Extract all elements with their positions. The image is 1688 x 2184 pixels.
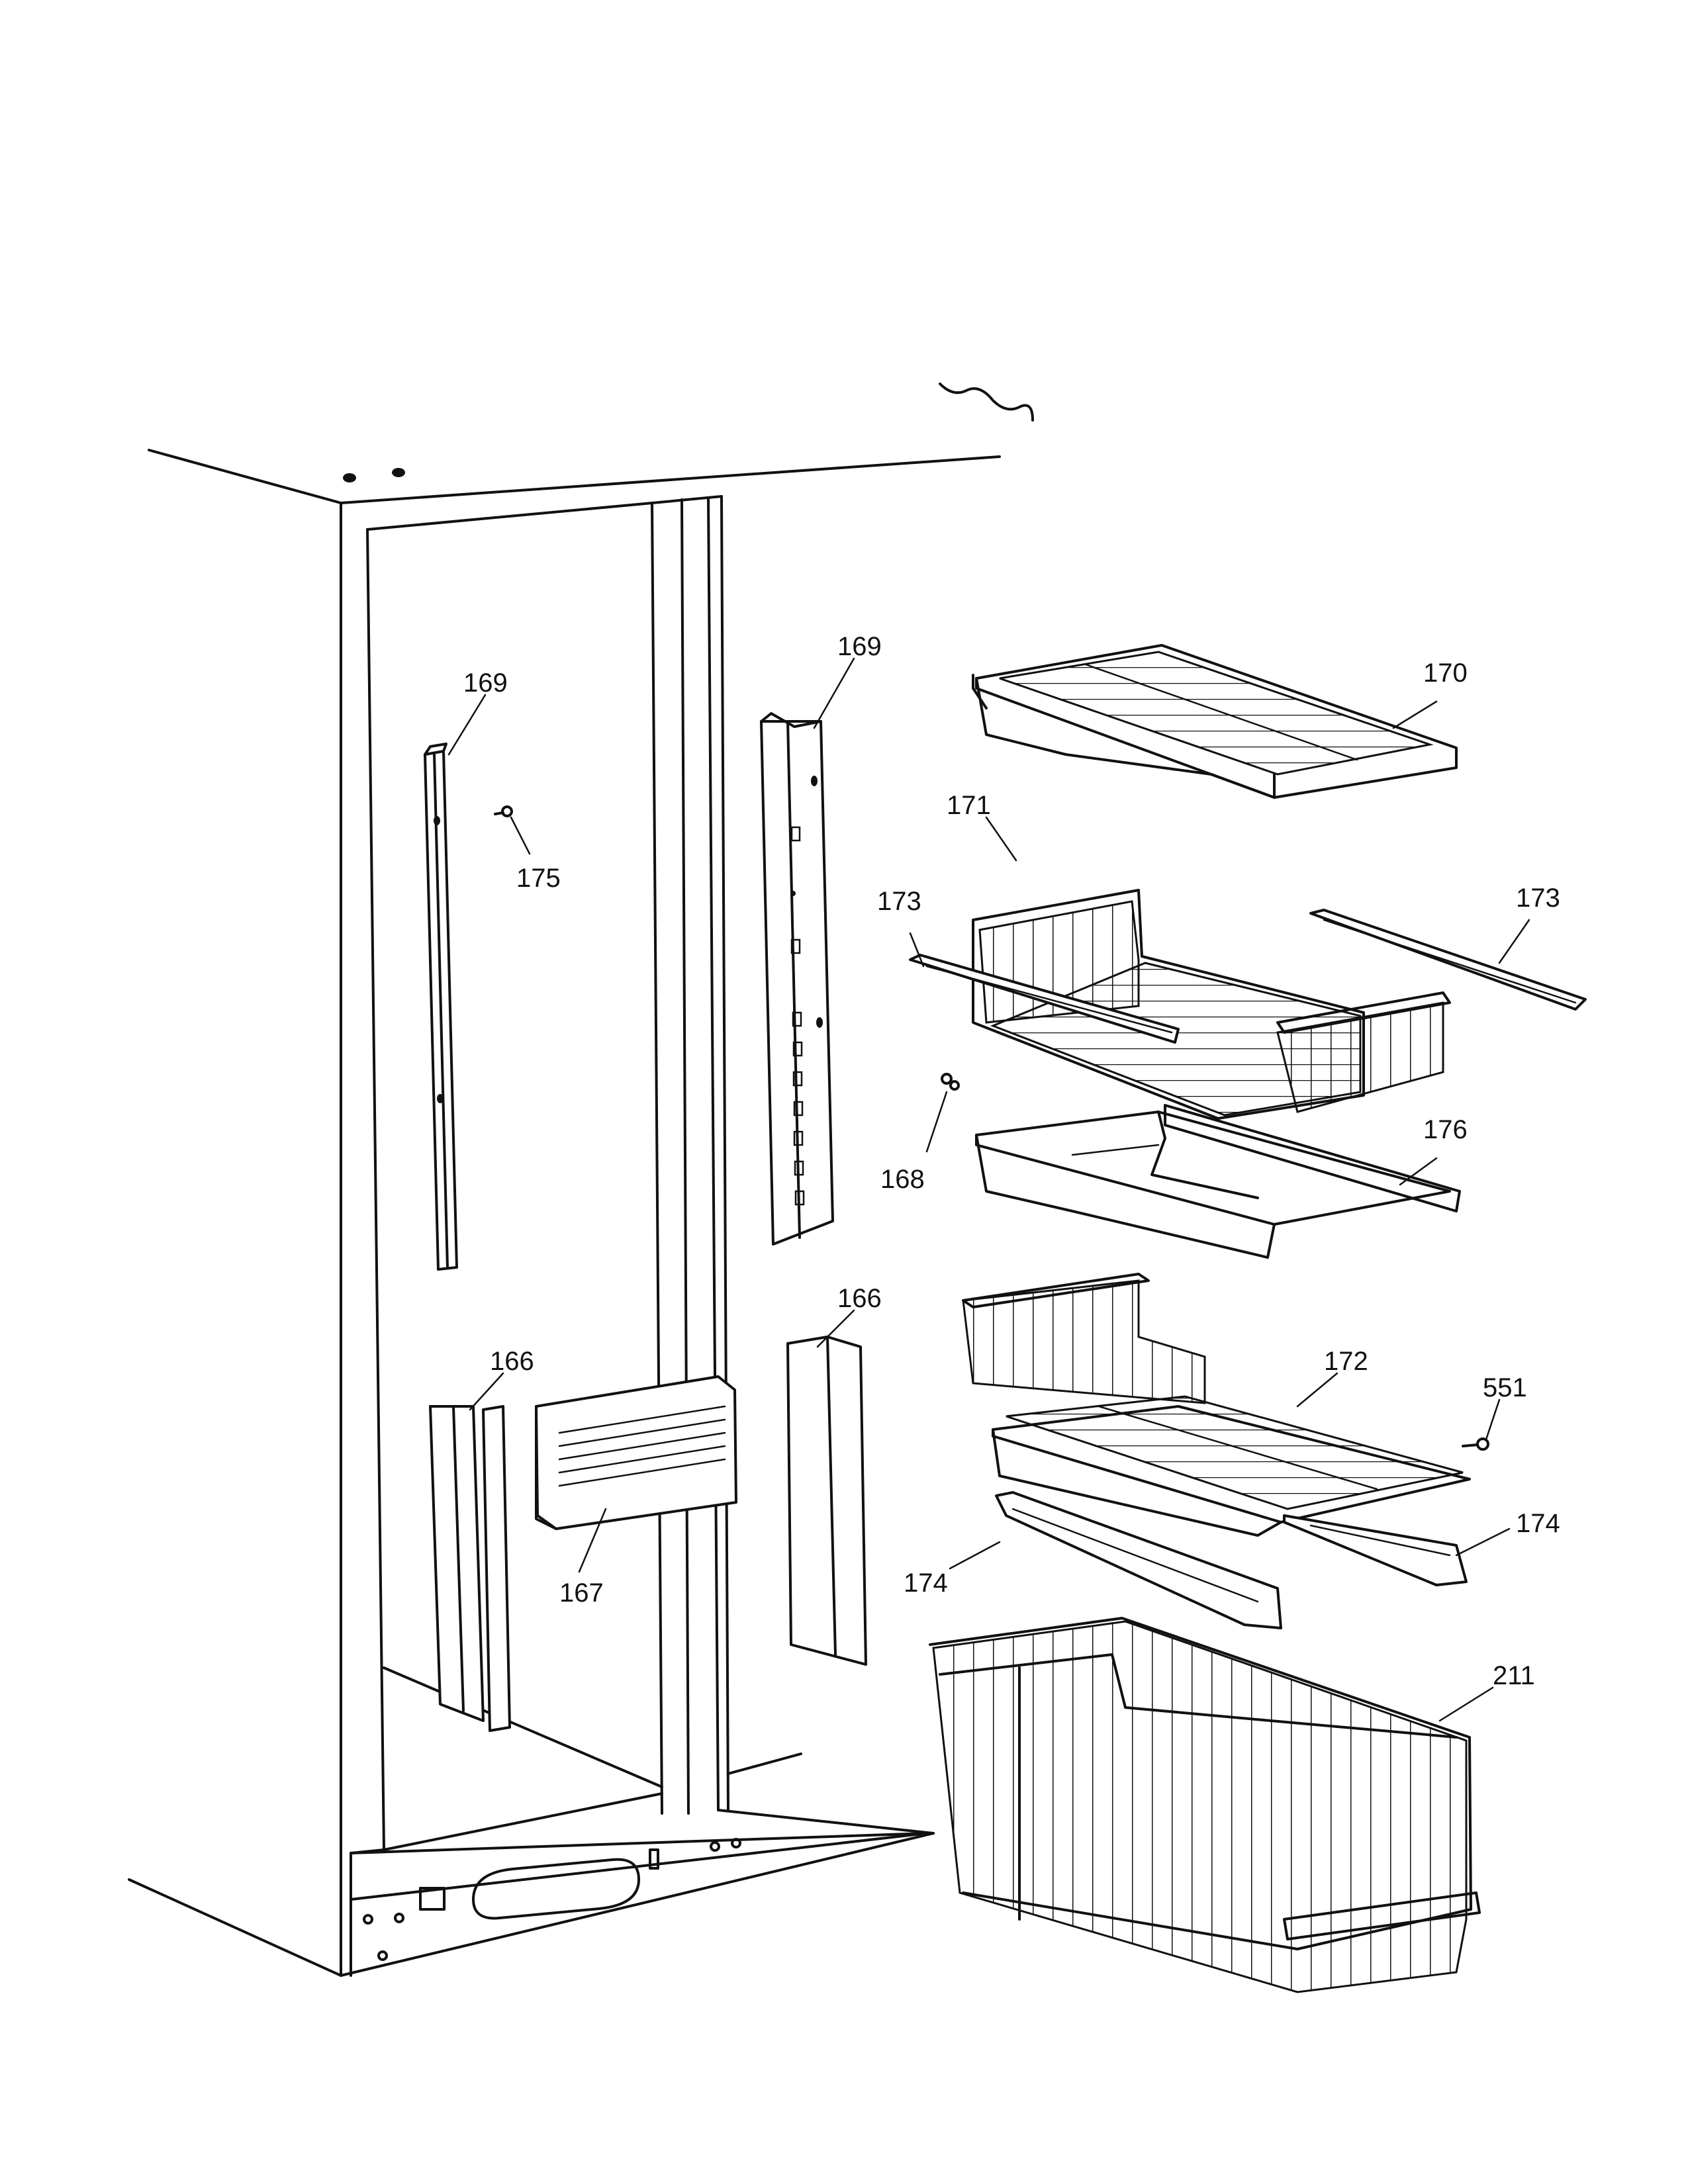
label-169-right: 169 [837, 632, 882, 661]
vertical-support-166-right [786, 1336, 867, 1666]
label-173-left: 173 [877, 887, 921, 916]
shelf-frame-176 [975, 1104, 1461, 1259]
label-174-left: 174 [904, 1569, 948, 1598]
vertical-support-166-left [429, 1405, 511, 1732]
label-175: 175 [516, 864, 561, 893]
label-170: 170 [1423, 659, 1468, 688]
label-173-right: 173 [1516, 884, 1560, 913]
refrigerator-cabinet [128, 383, 1034, 1977]
leader-lines [447, 657, 1530, 1722]
basket-211 [929, 1617, 1481, 1993]
label-166-right: 166 [837, 1284, 882, 1313]
label-174-right: 174 [1516, 1509, 1560, 1538]
part-number-labels: 169 175 169 170 171 173 173 168 176 166 … [463, 632, 1560, 1690]
screw-168 [941, 1073, 960, 1091]
shelf-support-rail-left [424, 743, 458, 1271]
label-176: 176 [1423, 1115, 1468, 1144]
label-551: 551 [1483, 1373, 1527, 1402]
label-166-left: 166 [490, 1347, 534, 1376]
label-168: 168 [880, 1165, 925, 1194]
shelf-170 [972, 644, 1458, 799]
basket-171 [972, 889, 1451, 1120]
slide-rail-173-right [1309, 909, 1587, 1011]
slide-rail-174-left [995, 1491, 1282, 1629]
slide-rail-174-right [1283, 1514, 1468, 1586]
label-167: 167 [559, 1578, 604, 1608]
slide-rail-173-left [909, 954, 1180, 1044]
grille-167 [535, 1375, 737, 1530]
label-169-left: 169 [463, 668, 508, 698]
screw-551 [1462, 1437, 1489, 1451]
label-171: 171 [947, 791, 991, 820]
screw-175 [494, 805, 513, 817]
shelf-172 [962, 1273, 1471, 1537]
shelf-support-rail-right [760, 712, 834, 1246]
label-172: 172 [1324, 1347, 1368, 1376]
label-211: 211 [1493, 1661, 1535, 1690]
